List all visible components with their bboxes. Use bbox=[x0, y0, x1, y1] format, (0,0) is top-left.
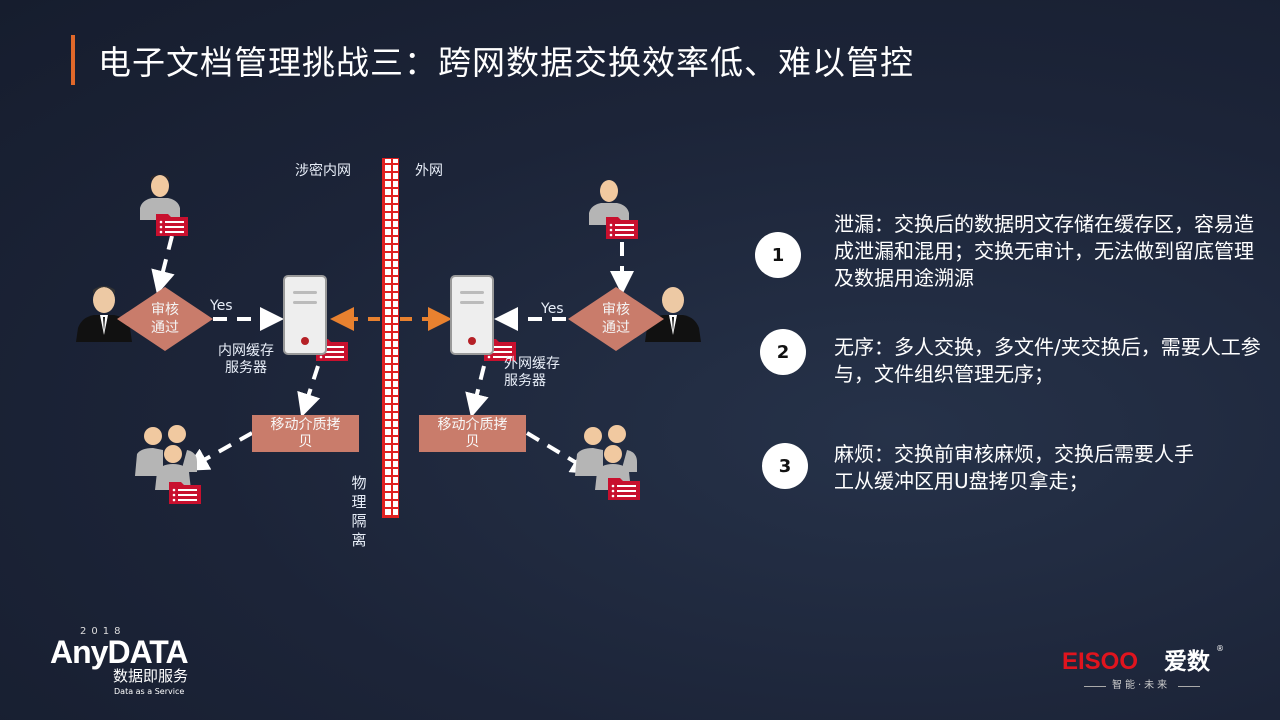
outer-cache-server-icon bbox=[450, 275, 494, 355]
page-title: 电子文档管理挑战三：跨网数据交换效率低、难以管控 bbox=[98, 43, 914, 82]
review-label: 审核 通过 bbox=[602, 302, 630, 336]
logo-year: 2018 bbox=[80, 626, 126, 637]
document-folder-icon bbox=[156, 214, 188, 236]
logo-name: AnyDATA bbox=[50, 634, 189, 670]
arrow-server-copy-right bbox=[465, 365, 489, 418]
review-decision-left: 审核 通过 bbox=[117, 287, 213, 355]
removable-media-copy-box: 移动介质拷 贝 bbox=[419, 415, 526, 452]
point-text: 无序：多人交换，多文件/夹交换后，需要人工参与，文件组织管理无序； bbox=[834, 335, 1261, 386]
arrow-submit-left bbox=[151, 235, 175, 295]
logo-tagline: Data as a Service bbox=[114, 687, 185, 696]
logo-cn: 爱数 bbox=[1164, 649, 1210, 675]
logo-name: EISOO bbox=[1062, 648, 1139, 675]
logo-subtitle: 数据即服务 bbox=[113, 667, 189, 685]
removable-media-copy-box: 移动介质拷 贝 bbox=[252, 415, 359, 452]
outer-network-label: 外网 bbox=[415, 163, 443, 179]
firewall-wall bbox=[382, 158, 399, 518]
arrow-server-copy-left bbox=[297, 365, 321, 418]
title-accent-bar bbox=[71, 35, 75, 85]
eisoo-logo: EISOO 爱数 ® 智能·未来 bbox=[1062, 644, 1242, 708]
document-folder-icon bbox=[606, 217, 638, 239]
document-folder-icon bbox=[608, 478, 640, 500]
physical-isolation-label: 物理隔离 bbox=[351, 474, 367, 549]
divider bbox=[1084, 686, 1106, 687]
outer-server-label: 外网缓存 服务器 bbox=[504, 356, 560, 389]
divider bbox=[1178, 686, 1200, 687]
reviewer-icon bbox=[76, 286, 132, 342]
point-number: 2 bbox=[760, 329, 806, 375]
yes-label: Yes bbox=[210, 298, 233, 314]
review-label: 审核 通过 bbox=[151, 302, 179, 336]
point-text: 麻烦：交换前审核麻烦，交换后需要人手工从缓冲区用U盘拷贝拿走； bbox=[834, 442, 1194, 493]
point-text: 泄漏：交换后的数据明文存储在缓存区，容易造成泄漏和混用；交换无审计，无法做到留底… bbox=[834, 212, 1254, 290]
point-number: 1 bbox=[755, 232, 801, 278]
point-number: 3 bbox=[762, 443, 808, 489]
review-decision-right: 审核 通过 bbox=[568, 287, 664, 355]
inner-cache-server-icon bbox=[283, 275, 327, 355]
inner-server-label: 内网缓存 服务器 bbox=[218, 343, 274, 376]
arrow-copy-group-left bbox=[184, 431, 253, 471]
inner-network-label: 涉密内网 bbox=[295, 163, 351, 179]
user-icon bbox=[140, 174, 180, 220]
document-folder-icon bbox=[169, 482, 201, 504]
anydata-logo: 2018 AnyDATA 数据即服务 Data as a Service bbox=[50, 626, 220, 706]
registered-mark: ® bbox=[1216, 644, 1224, 653]
arrow-copy-group-right bbox=[525, 431, 596, 475]
logo-slogan: 智能·未来 bbox=[1112, 680, 1171, 691]
yes-label: Yes bbox=[541, 301, 564, 317]
